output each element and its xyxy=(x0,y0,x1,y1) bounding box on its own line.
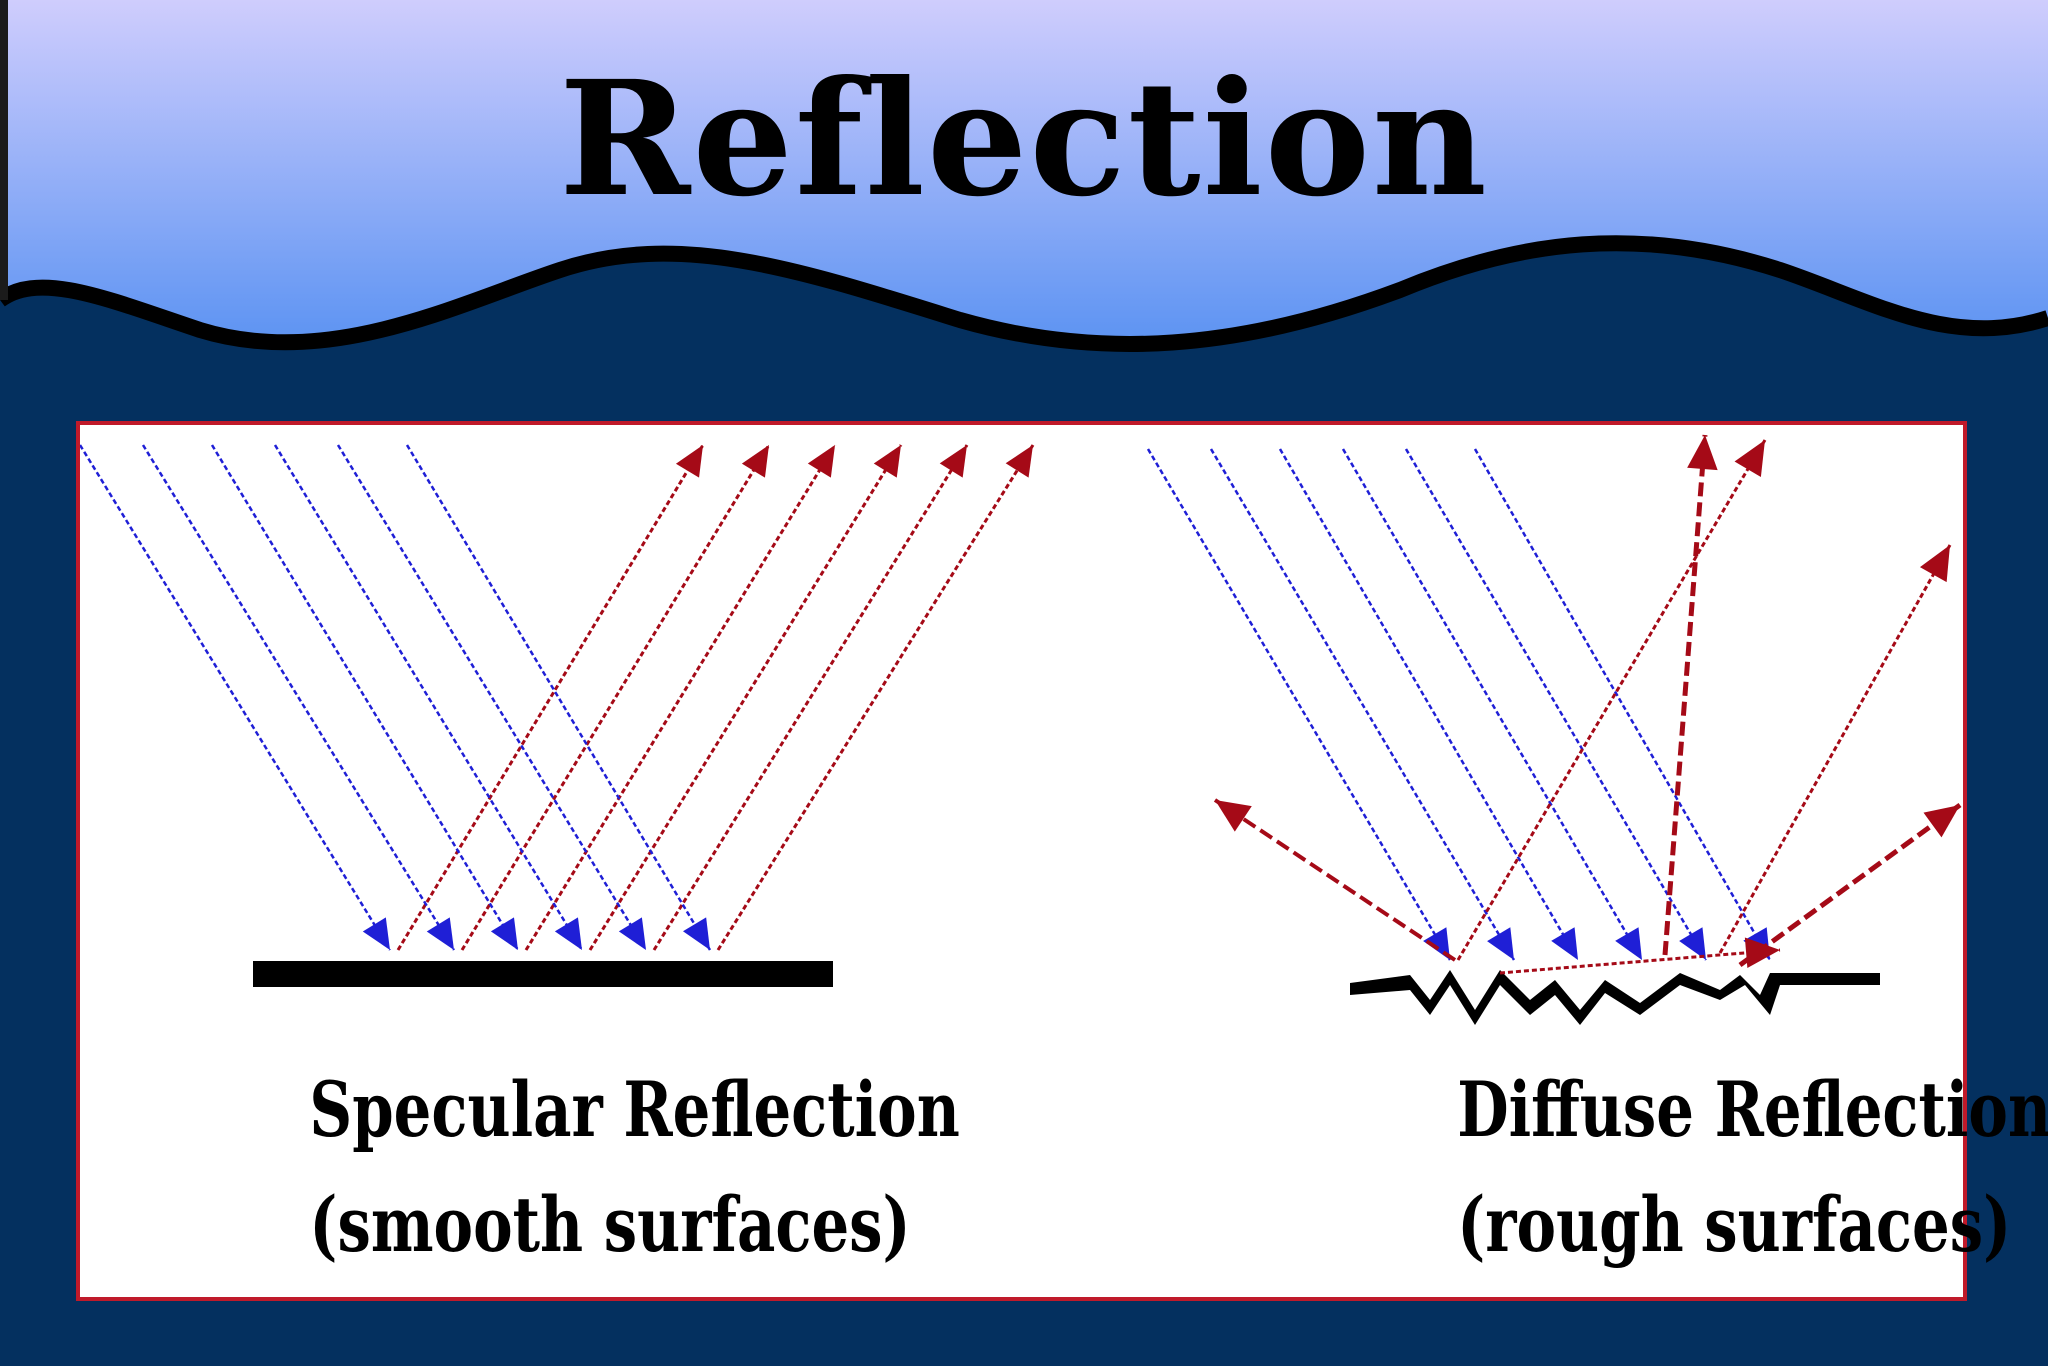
specular-title: Specular Reflection xyxy=(309,1065,960,1154)
specular-reflected-ray-3-arrowhead xyxy=(807,445,835,478)
specular-reflected-ray-5 xyxy=(652,444,969,951)
specular-incident-ray-4-arrowhead xyxy=(554,917,582,950)
specular-incident-ray-3-arrowhead xyxy=(490,917,518,950)
diagram-panel: Specular Reflection (smooth surfaces) Di… xyxy=(76,421,2048,1301)
specular-reflected-ray-2-arrowhead xyxy=(741,445,769,478)
specular-incident-ray-2 xyxy=(141,444,456,951)
diffuse-title: Diffuse Reflection xyxy=(1457,1065,2048,1154)
specular-reflected-ray-4 xyxy=(588,444,903,951)
specular-incident-ray-1-arrowhead xyxy=(362,917,390,950)
diffuse-incident-ray-2-arrowhead xyxy=(1487,927,1514,960)
specular-incident-ray-5-arrowhead xyxy=(618,917,646,950)
diffuse-incident-ray-3 xyxy=(1278,448,1580,961)
diffuse-reflected-ray-4-arrowhead xyxy=(1919,545,1950,583)
specular-reflected-ray-4-arrowhead xyxy=(873,445,901,478)
diffuse-incident-ray-6 xyxy=(1473,448,1772,961)
diffuse-reflected-ray-3 xyxy=(1662,434,1708,956)
reflection-diagram xyxy=(80,434,1962,1025)
specular-reflected-ray-5-arrowhead xyxy=(939,445,967,478)
specular-reflected-ray-2 xyxy=(460,444,771,951)
diffuse-incident-ray-4 xyxy=(1341,448,1644,961)
specular-reflected-ray-6 xyxy=(716,444,1035,951)
diffuse-incident-ray-4-arrowhead xyxy=(1615,927,1642,960)
diffuse-incident-ray-5-arrowhead xyxy=(1679,927,1706,960)
specular-incident-ray-5 xyxy=(336,444,648,951)
diffuse-reflected-ray-5-arrowhead xyxy=(1923,805,1960,838)
diffuse-reflected-ray-2 xyxy=(1456,439,1767,961)
smooth-surface xyxy=(253,961,833,987)
diffuse-reflected-ray-1 xyxy=(1213,798,1457,962)
specular-incident-ray-4 xyxy=(273,444,584,951)
diffuse-reflected-ray-4 xyxy=(1718,544,1952,954)
diffuse-subtitle: (rough surfaces) xyxy=(1457,1180,2012,1269)
specular-subtitle: (smooth surfaces) xyxy=(309,1180,911,1269)
diffuse-reflected-ray-2-arrowhead xyxy=(1734,440,1765,478)
specular-reflected-ray-6-arrowhead xyxy=(1005,445,1033,478)
specular-incident-ray-6-arrowhead xyxy=(682,917,710,950)
specular-incident-ray-3 xyxy=(210,444,520,951)
specular-incident-ray-1 xyxy=(80,444,392,951)
diffuse-incident-ray-2 xyxy=(1209,448,1516,961)
diffuse-reflected-ray-3-arrowhead xyxy=(1687,435,1718,471)
specular-incident-ray-2-arrowhead xyxy=(426,917,454,950)
diffuse-reflected-ray-6 xyxy=(1499,948,1781,975)
diffuse-incident-ray-3-arrowhead xyxy=(1551,927,1578,960)
specular-reflected-ray-1 xyxy=(396,444,705,951)
specular-incident-ray-6 xyxy=(405,444,712,951)
diffuse-reflected-ray-6-arrowhead xyxy=(1744,937,1780,969)
slide-title: Reflection xyxy=(559,47,1489,232)
diffuse-incident-ray-1-arrowhead xyxy=(1423,927,1450,960)
diffuse-reflected-ray-5 xyxy=(1738,802,1962,968)
diffuse-incident-ray-5 xyxy=(1404,448,1708,961)
specular-reflected-ray-1-arrowhead xyxy=(675,445,703,478)
specular-reflected-ray-3 xyxy=(524,444,837,951)
rough-surface xyxy=(1350,970,1880,1025)
diffuse-incident-ray-1 xyxy=(1146,448,1452,961)
diffuse-reflected-ray-1-arrowhead xyxy=(1215,800,1252,832)
